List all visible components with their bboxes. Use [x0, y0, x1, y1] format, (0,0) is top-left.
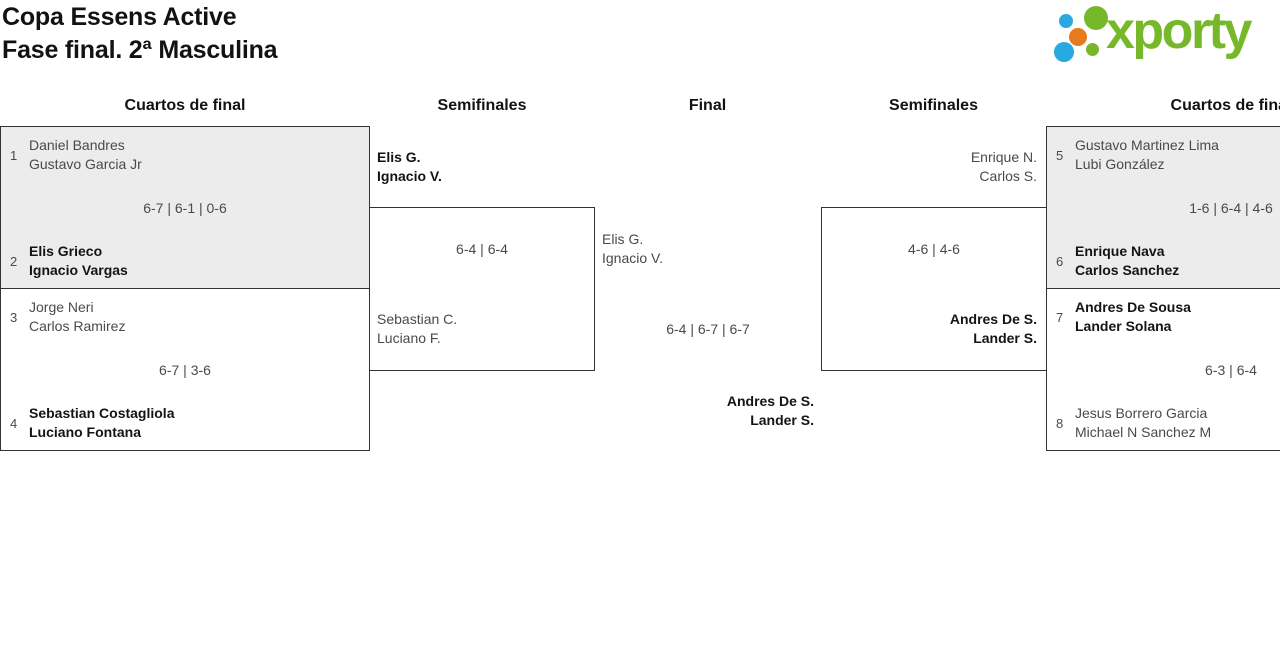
team-entry: 8 Jesus Borrero Garcia Michael N Sanchez… [1047, 404, 1280, 442]
player-name: Carlos S. [979, 168, 1037, 184]
team-names: Gustavo Martinez Lima Lubi González [1075, 136, 1219, 174]
round-header-quarterfinals-left: Cuartos de final [124, 97, 246, 114]
team-entry: 4 Sebastian Costagliola Luciano Fontana [1, 404, 369, 442]
logo-dot-icon [1054, 42, 1074, 62]
player-name: Ignacio V. [602, 250, 663, 266]
team-names: Elis Grieco Ignacio Vargas [29, 242, 128, 280]
team-names: Andres De Sousa Lander Solana [1075, 298, 1191, 336]
player-name: Enrique Nava [1075, 243, 1165, 259]
seed-number: 1 [10, 147, 18, 163]
seed-number: 6 [1056, 253, 1064, 269]
team-names: Sebastian Costagliola Luciano Fontana [29, 404, 174, 442]
logo-dot-icon [1086, 43, 1099, 56]
match-score: 6-7 | 6-1 | 0-6 [143, 199, 227, 216]
final-top-team: Elis G. Ignacio V. [602, 230, 663, 268]
seed-number: 2 [10, 253, 18, 269]
final-winner-team: Andres De S. Lander S. [608, 392, 814, 430]
player-name: Elis Grieco [29, 243, 103, 259]
player-name: Gustavo Garcia Jr [29, 156, 142, 172]
seed-number: 7 [1056, 309, 1064, 325]
match-quarterfinal-4[interactable]: 7 Andres De Sousa Lander Solana 6-3 | 6-… [1046, 288, 1280, 451]
player-name: Jorge Neri [29, 299, 94, 315]
player-name: Sebastian C. [377, 311, 458, 327]
player-name: Gustavo Martinez Lima [1075, 137, 1219, 153]
seed-number: 5 [1056, 147, 1064, 163]
team-names: Jesus Borrero Garcia Michael N Sanchez M [1075, 404, 1211, 442]
player-name: Lubi González [1075, 156, 1165, 172]
team-entry: 7 Andres De Sousa Lander Solana [1047, 298, 1280, 336]
team-names: Daniel Bandres Gustavo Garcia Jr [29, 136, 142, 174]
match-score: 6-7 | 3-6 [159, 361, 211, 378]
team-entry: 2 Elis Grieco Ignacio Vargas [1, 242, 369, 280]
player-name: Sebastian Costagliola [29, 405, 175, 421]
round-header-semifinals-right: Semifinales [889, 97, 978, 114]
player-name: Luciano F. [377, 330, 441, 346]
player-name: Ignacio Vargas [29, 262, 128, 278]
team-entry: 3 Jorge Neri Carlos Ramirez [1, 298, 369, 336]
player-name: Jesus Borrero Garcia [1075, 405, 1208, 421]
tournament-name: Copa Essens Active [2, 3, 237, 31]
player-name: Carlos Ramirez [29, 318, 126, 334]
phase-name: Fase final. 2ª Masculina [2, 36, 278, 64]
player-name: Lander S. [750, 412, 814, 428]
match-score: 4-6 | 4-6 [908, 241, 960, 257]
team-entry: 6 Enrique Nava Carlos Sanchez [1047, 242, 1280, 280]
player-name: Lander S. [973, 330, 1037, 346]
round-header-final: Final [688, 97, 727, 114]
page-title: Copa Essens Active Fase final. 2ª Mascul… [2, 1, 278, 67]
seed-number: 8 [1056, 415, 1064, 431]
logo-dot-icon [1059, 14, 1073, 28]
match-quarterfinal-2[interactable]: 3 Jorge Neri Carlos Ramirez 6-7 | 3-6 4 … [0, 288, 370, 451]
round-header-quarterfinals-right: Cuartos de final [1170, 97, 1280, 114]
match-score: 6-3 | 6-4 [1205, 361, 1257, 378]
xporty-logo[interactable]: xporty [1050, 0, 1280, 72]
player-name: Andres De Sousa [1075, 299, 1191, 315]
player-name: Andres De S. [726, 393, 814, 409]
player-name: Ignacio V. [377, 168, 442, 184]
seed-number: 4 [10, 415, 18, 431]
logo-dot-icon [1069, 28, 1087, 46]
player-name: Michael N Sanchez M [1075, 424, 1212, 440]
team-names: Enrique Nava Carlos Sanchez [1075, 242, 1179, 280]
match-score: 6-4 | 6-4 [456, 241, 508, 257]
logo-dot-icon [1084, 6, 1108, 30]
player-name: Elis G. [377, 149, 421, 165]
logo-wordmark: xporty [1106, 2, 1252, 60]
player-name: Luciano Fontana [29, 424, 141, 440]
player-name: Lander Solana [1075, 318, 1172, 334]
player-name: Andres De S. [949, 311, 1037, 327]
match-score: 1-6 | 6-4 | 4-6 [1189, 199, 1273, 216]
player-name: Carlos Sanchez [1075, 262, 1180, 278]
seed-number: 3 [10, 309, 18, 325]
match-semifinal-right[interactable]: 4-6 | 4-6 [821, 207, 1046, 371]
match-quarterfinal-1[interactable]: 1 Daniel Bandres Gustavo Garcia Jr 6-7 |… [0, 126, 370, 289]
round-header-semifinals-left: Semifinales [437, 97, 527, 114]
semifinal-right-top-team: Enrique N. Carlos S. [831, 148, 1037, 186]
player-name: Daniel Bandres [29, 137, 125, 153]
team-entry: 5 Gustavo Martinez Lima Lubi González [1047, 136, 1280, 174]
semifinal-left-top-team: Elis G. Ignacio V. [377, 148, 442, 186]
team-names: Jorge Neri Carlos Ramirez [29, 298, 125, 336]
match-quarterfinal-3[interactable]: 5 Gustavo Martinez Lima Lubi González 1-… [1046, 126, 1280, 289]
final-score: 6-4 | 6-7 | 6-7 [666, 321, 750, 337]
player-name: Enrique N. [970, 149, 1037, 165]
semifinal-right-bottom-team: Andres De S. Lander S. [831, 310, 1037, 348]
match-semifinal-left[interactable]: 6-4 | 6-4 [370, 207, 595, 371]
player-name: Elis G. [602, 231, 644, 247]
semifinal-left-bottom-team: Sebastian C. Luciano F. [377, 310, 457, 348]
team-entry: 1 Daniel Bandres Gustavo Garcia Jr [1, 136, 369, 174]
